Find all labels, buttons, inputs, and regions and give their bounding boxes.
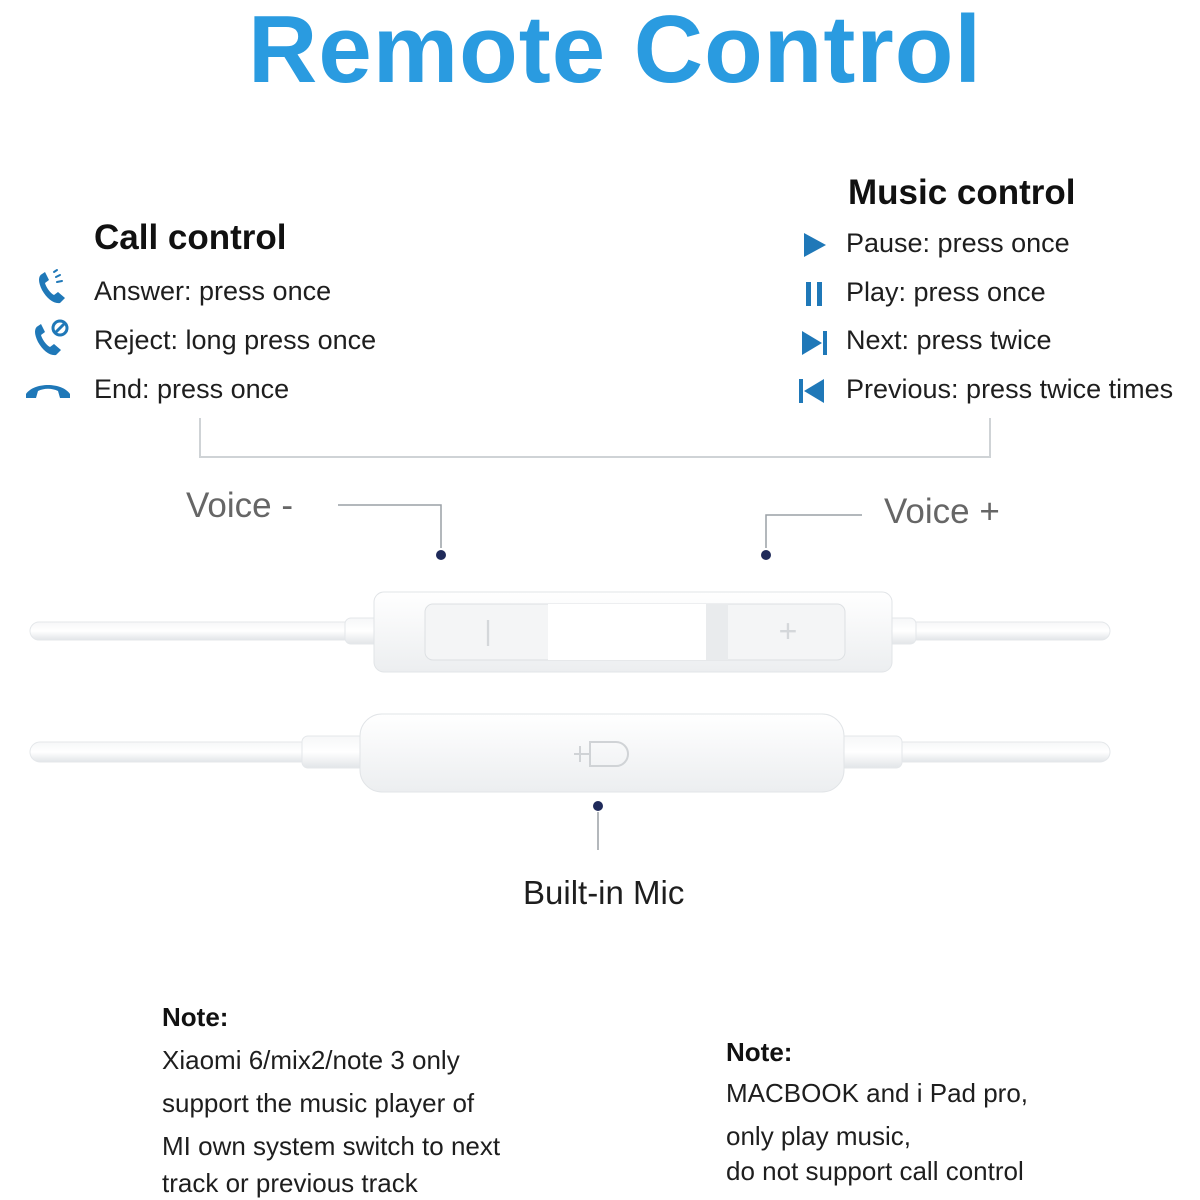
note-left-heading: Note:: [162, 1002, 229, 1032]
phone-end-icon: [26, 385, 70, 398]
voice-plus-label: Voice +: [884, 492, 1000, 531]
built-in-mic-label: Built-in Mic: [523, 874, 685, 911]
svg-text:|: |: [484, 615, 491, 646]
voice-plus-dot: [761, 550, 771, 560]
note-right-heading: Note:: [726, 1037, 793, 1067]
note-right-line: only play music,: [726, 1121, 911, 1151]
phone-reject-icon: [35, 319, 69, 356]
upper-cable-left: [29, 621, 361, 641]
previous-track-icon: [799, 379, 824, 403]
note-left: Note: Xiaomi 6/mix2/note 3 only support …: [162, 1002, 500, 1199]
note-left-line: Xiaomi 6/mix2/note 3 only: [162, 1045, 460, 1075]
voice-minus-label: Voice -: [186, 486, 293, 525]
play-triangle-icon: [804, 233, 826, 257]
call-item-end: End: press once: [94, 374, 290, 404]
call-control-heading: Call control: [94, 218, 287, 257]
note-right-line: MACBOOK and i Pad pro,: [726, 1078, 1029, 1108]
lower-cable-right: [869, 741, 1111, 763]
phone-answer-icon: [39, 269, 65, 304]
music-control-heading: Music control: [848, 173, 1076, 212]
music-item-next: Next: press twice: [846, 325, 1052, 355]
note-left-line: track or previous track: [162, 1168, 418, 1198]
mic-icon: [574, 741, 629, 767]
music-item-play: Play: press once: [846, 277, 1046, 307]
note-left-line: MI own system switch to next: [162, 1131, 501, 1161]
music-item-previous: Previous: press twice times: [846, 374, 1174, 404]
next-track-icon: [802, 331, 827, 355]
lower-cable-left: [29, 741, 321, 763]
note-right-line: do not support call control: [726, 1156, 1024, 1186]
call-item-answer: Answer: press once: [94, 276, 332, 306]
remote-illustration: | +: [29, 591, 1111, 793]
music-item-pause: Pause: press once: [846, 228, 1070, 258]
upper-cable-right: [889, 621, 1111, 641]
note-right: Note: MACBOOK and i Pad pro, only play m…: [726, 1037, 1028, 1187]
page-title: Remote Control: [248, 0, 982, 103]
call-item-reject: Reject: long press once: [94, 325, 377, 355]
pause-bars-icon: [806, 282, 822, 306]
voice-minus-dot: [436, 550, 446, 560]
note-left-line: support the music player of: [162, 1088, 475, 1118]
svg-text:+: +: [779, 613, 798, 649]
mic-housing: [359, 713, 845, 793]
